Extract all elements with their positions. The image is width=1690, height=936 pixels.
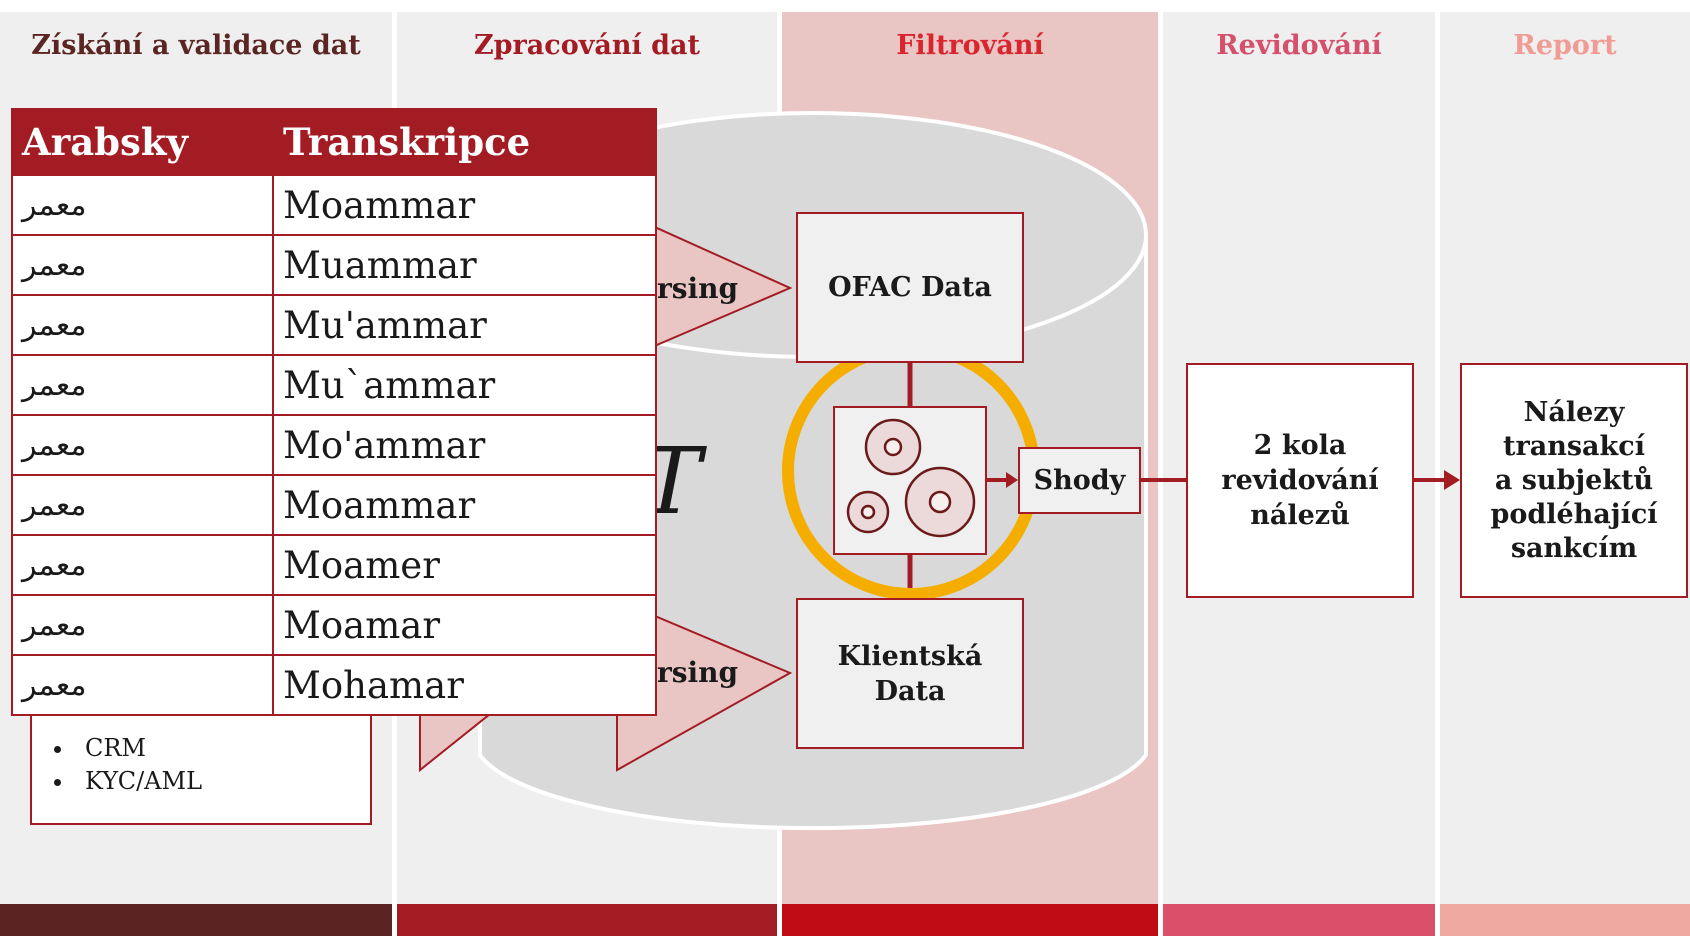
table-header-row: Arabsky Transkripce <box>11 108 657 176</box>
report-line: podléhající <box>1490 498 1658 530</box>
report-line: sankcím <box>1510 532 1638 564</box>
matches-label: Shody <box>1033 465 1126 496</box>
lane-bar <box>782 904 1158 936</box>
lane-title: Zpracování dat <box>473 30 701 61</box>
latin-cell: Mu'ammar <box>272 294 657 356</box>
bullet-icon <box>54 779 61 786</box>
list-item: KYC/AML <box>54 765 202 798</box>
lane-title: Report <box>1513 30 1617 61</box>
lane-title: Filtrování <box>896 30 1044 61</box>
latin-cell: Muammar <box>272 234 657 296</box>
lane-bar <box>1440 904 1690 936</box>
client-data-label-2: Data <box>874 675 946 707</box>
report-line: Nálezy <box>1523 396 1625 428</box>
parsing-label-bottom: rsing <box>657 656 739 689</box>
lane-bar <box>0 904 392 936</box>
arabic-cell: معمر <box>11 534 274 596</box>
arabic-cell: معمر <box>11 594 274 656</box>
arabic-cell: معمر <box>11 654 274 716</box>
latin-cell: Moammar <box>272 174 657 236</box>
arabic-cell: معمر <box>11 234 274 296</box>
data-sources-list: CRM KYC/AML <box>54 732 202 798</box>
ofac-data-box: OFAC Data <box>796 212 1024 363</box>
lane-title: Získání a validace dat <box>31 30 361 61</box>
review-line: nálezů <box>1250 500 1350 531</box>
review-line: revidování <box>1221 465 1379 496</box>
client-data-box: Klientská Data <box>796 598 1024 749</box>
parsing-label-top: rsing <box>657 272 739 305</box>
gears-icon <box>846 418 976 538</box>
matches-box: Shody <box>1018 447 1141 514</box>
review-box: 2 kola revidování nálezů <box>1186 363 1414 598</box>
list-item: CRM <box>54 732 202 765</box>
report-box: Nálezy transakcí a subjektů podléhající … <box>1460 363 1688 598</box>
lane-bar <box>397 904 777 936</box>
report-line: a subjektů <box>1494 464 1654 496</box>
review-line: 2 kola <box>1253 430 1347 461</box>
latin-cell: Moammar <box>272 474 657 536</box>
arabic-cell: معمر <box>11 474 274 536</box>
column-header-arabic: Arabsky <box>11 108 274 176</box>
arabic-cell: معمر <box>11 174 274 236</box>
client-data-label-1: Klientská <box>837 640 983 672</box>
latin-cell: Moamer <box>272 534 657 596</box>
bullet-icon <box>54 746 61 753</box>
latin-cell: Mu`ammar <box>272 354 657 416</box>
report-line: transakcí <box>1503 430 1645 462</box>
list-item-label: KYC/AML <box>85 767 202 795</box>
column-header-transcription: Transkripce <box>272 108 657 176</box>
latin-cell: Mo'ammar <box>272 414 657 476</box>
arabic-cell: معمر <box>11 354 274 416</box>
lane-title: Revidování <box>1216 30 1382 61</box>
lane-bar <box>1163 904 1435 936</box>
arabic-cell: معمر <box>11 294 274 356</box>
latin-cell: Mohamar <box>272 654 657 716</box>
list-item-label: CRM <box>85 734 147 762</box>
latin-cell: Moamar <box>272 594 657 656</box>
arabic-cell: معمر <box>11 414 274 476</box>
ofac-data-label: OFAC Data <box>828 272 992 303</box>
